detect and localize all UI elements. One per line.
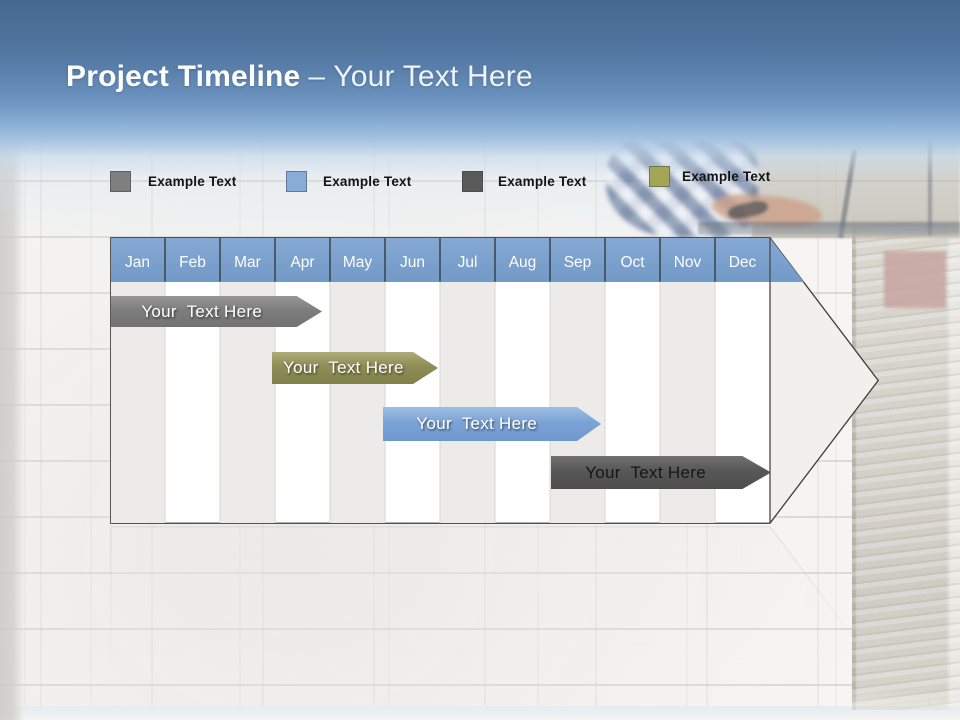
header-cell-borders (164, 238, 716, 282)
red-brick-patch (884, 251, 946, 308)
timeline-arrow-chart: Jan Feb Mar Apr May Jun Jul Aug Sep Oct … (110, 237, 880, 524)
legend-label: Example Text (682, 169, 771, 184)
month-label: Nov (674, 254, 702, 271)
month-labels: Jan Feb Mar Apr May Jun Jul Aug Sep Oct … (125, 254, 757, 271)
floor-strip (0, 706, 960, 720)
month-label: Oct (620, 254, 645, 271)
title-regular-text: Your Text Here (333, 60, 533, 93)
legend-swatch-dark-gray (462, 171, 483, 192)
legend-item: Example Text (462, 171, 586, 192)
month-label: Mar (234, 254, 261, 271)
header-gradient-band (0, 0, 960, 178)
legend-item: Example Text (110, 171, 236, 192)
month-header-band (111, 238, 804, 282)
legend-swatch-gray (110, 171, 131, 192)
column-gridlines (164, 282, 716, 523)
rebar-line (928, 140, 932, 235)
month-label: Jun (400, 254, 425, 271)
timeline-bar-blue: Your Text Here (383, 407, 601, 441)
timeline-bar-dark-gray: Your Text Here (551, 456, 771, 489)
title-dash: – (308, 60, 326, 93)
reflection-arrow-shape (110, 526, 879, 720)
month-label: Dec (729, 254, 757, 271)
legend-item: Example Text (649, 166, 770, 187)
month-label: Sep (564, 254, 592, 271)
legend-swatch-blue (286, 171, 307, 192)
legend-swatch-olive (649, 166, 670, 187)
timeline-bar-olive: Your Text Here (272, 352, 438, 384)
legend-item: Example Text (286, 171, 411, 192)
title-bold-text: Project Timeline (66, 60, 301, 93)
chart-reflection (110, 526, 879, 720)
month-label: Apr (290, 254, 314, 271)
bar-label: Your Text Here (585, 462, 706, 482)
legend-label: Example Text (498, 174, 587, 189)
month-label: Jan (125, 254, 150, 271)
wall-ledge (698, 222, 960, 235)
month-label: Jul (458, 254, 478, 271)
bar-label: Your Text Here (416, 414, 538, 433)
bar-label: Your Text Here (141, 301, 263, 321)
month-label: Feb (179, 254, 206, 271)
month-label: May (343, 254, 373, 271)
bar-label: Your Text Here (283, 358, 404, 377)
legend-label: Example Text (323, 174, 412, 189)
month-label: Aug (509, 254, 537, 271)
legend-label: Example Text (148, 174, 237, 189)
timeline-bar-gray: Your Text Here (111, 296, 322, 327)
slide-title: Project Timeline–Your Text Here (66, 60, 533, 94)
